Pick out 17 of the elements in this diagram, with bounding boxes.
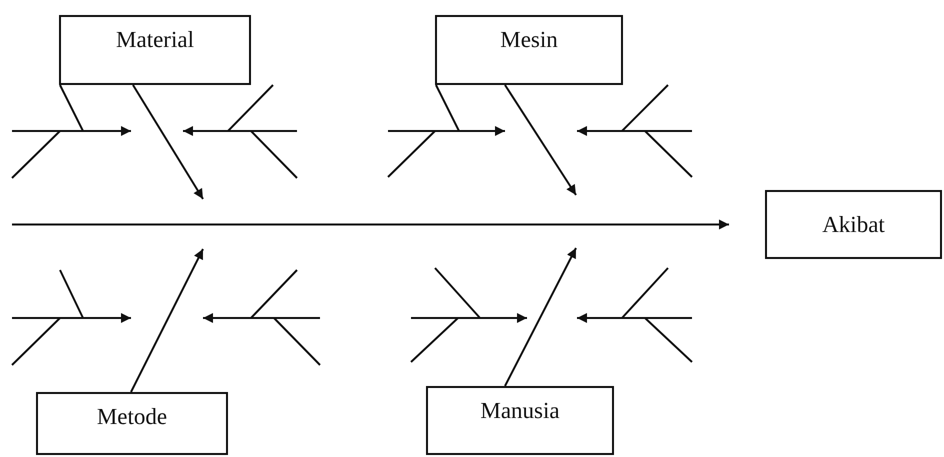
cause-box xyxy=(435,15,623,85)
box-label: Manusia xyxy=(480,398,560,424)
connector-line xyxy=(59,84,84,132)
cause-box xyxy=(36,392,228,455)
arrow xyxy=(504,248,577,386)
box-label: Mesin xyxy=(500,27,558,53)
connector-line xyxy=(435,84,460,132)
arrow xyxy=(130,248,204,392)
box-label: Metode xyxy=(96,404,168,430)
cause-box xyxy=(426,386,614,455)
arrow xyxy=(132,84,204,200)
arrow xyxy=(12,220,729,230)
cause-box xyxy=(59,15,251,85)
arrow xyxy=(504,84,577,196)
box-label: Material xyxy=(116,27,194,53)
box-label: Akibat xyxy=(822,212,885,238)
effect-box xyxy=(765,190,942,259)
